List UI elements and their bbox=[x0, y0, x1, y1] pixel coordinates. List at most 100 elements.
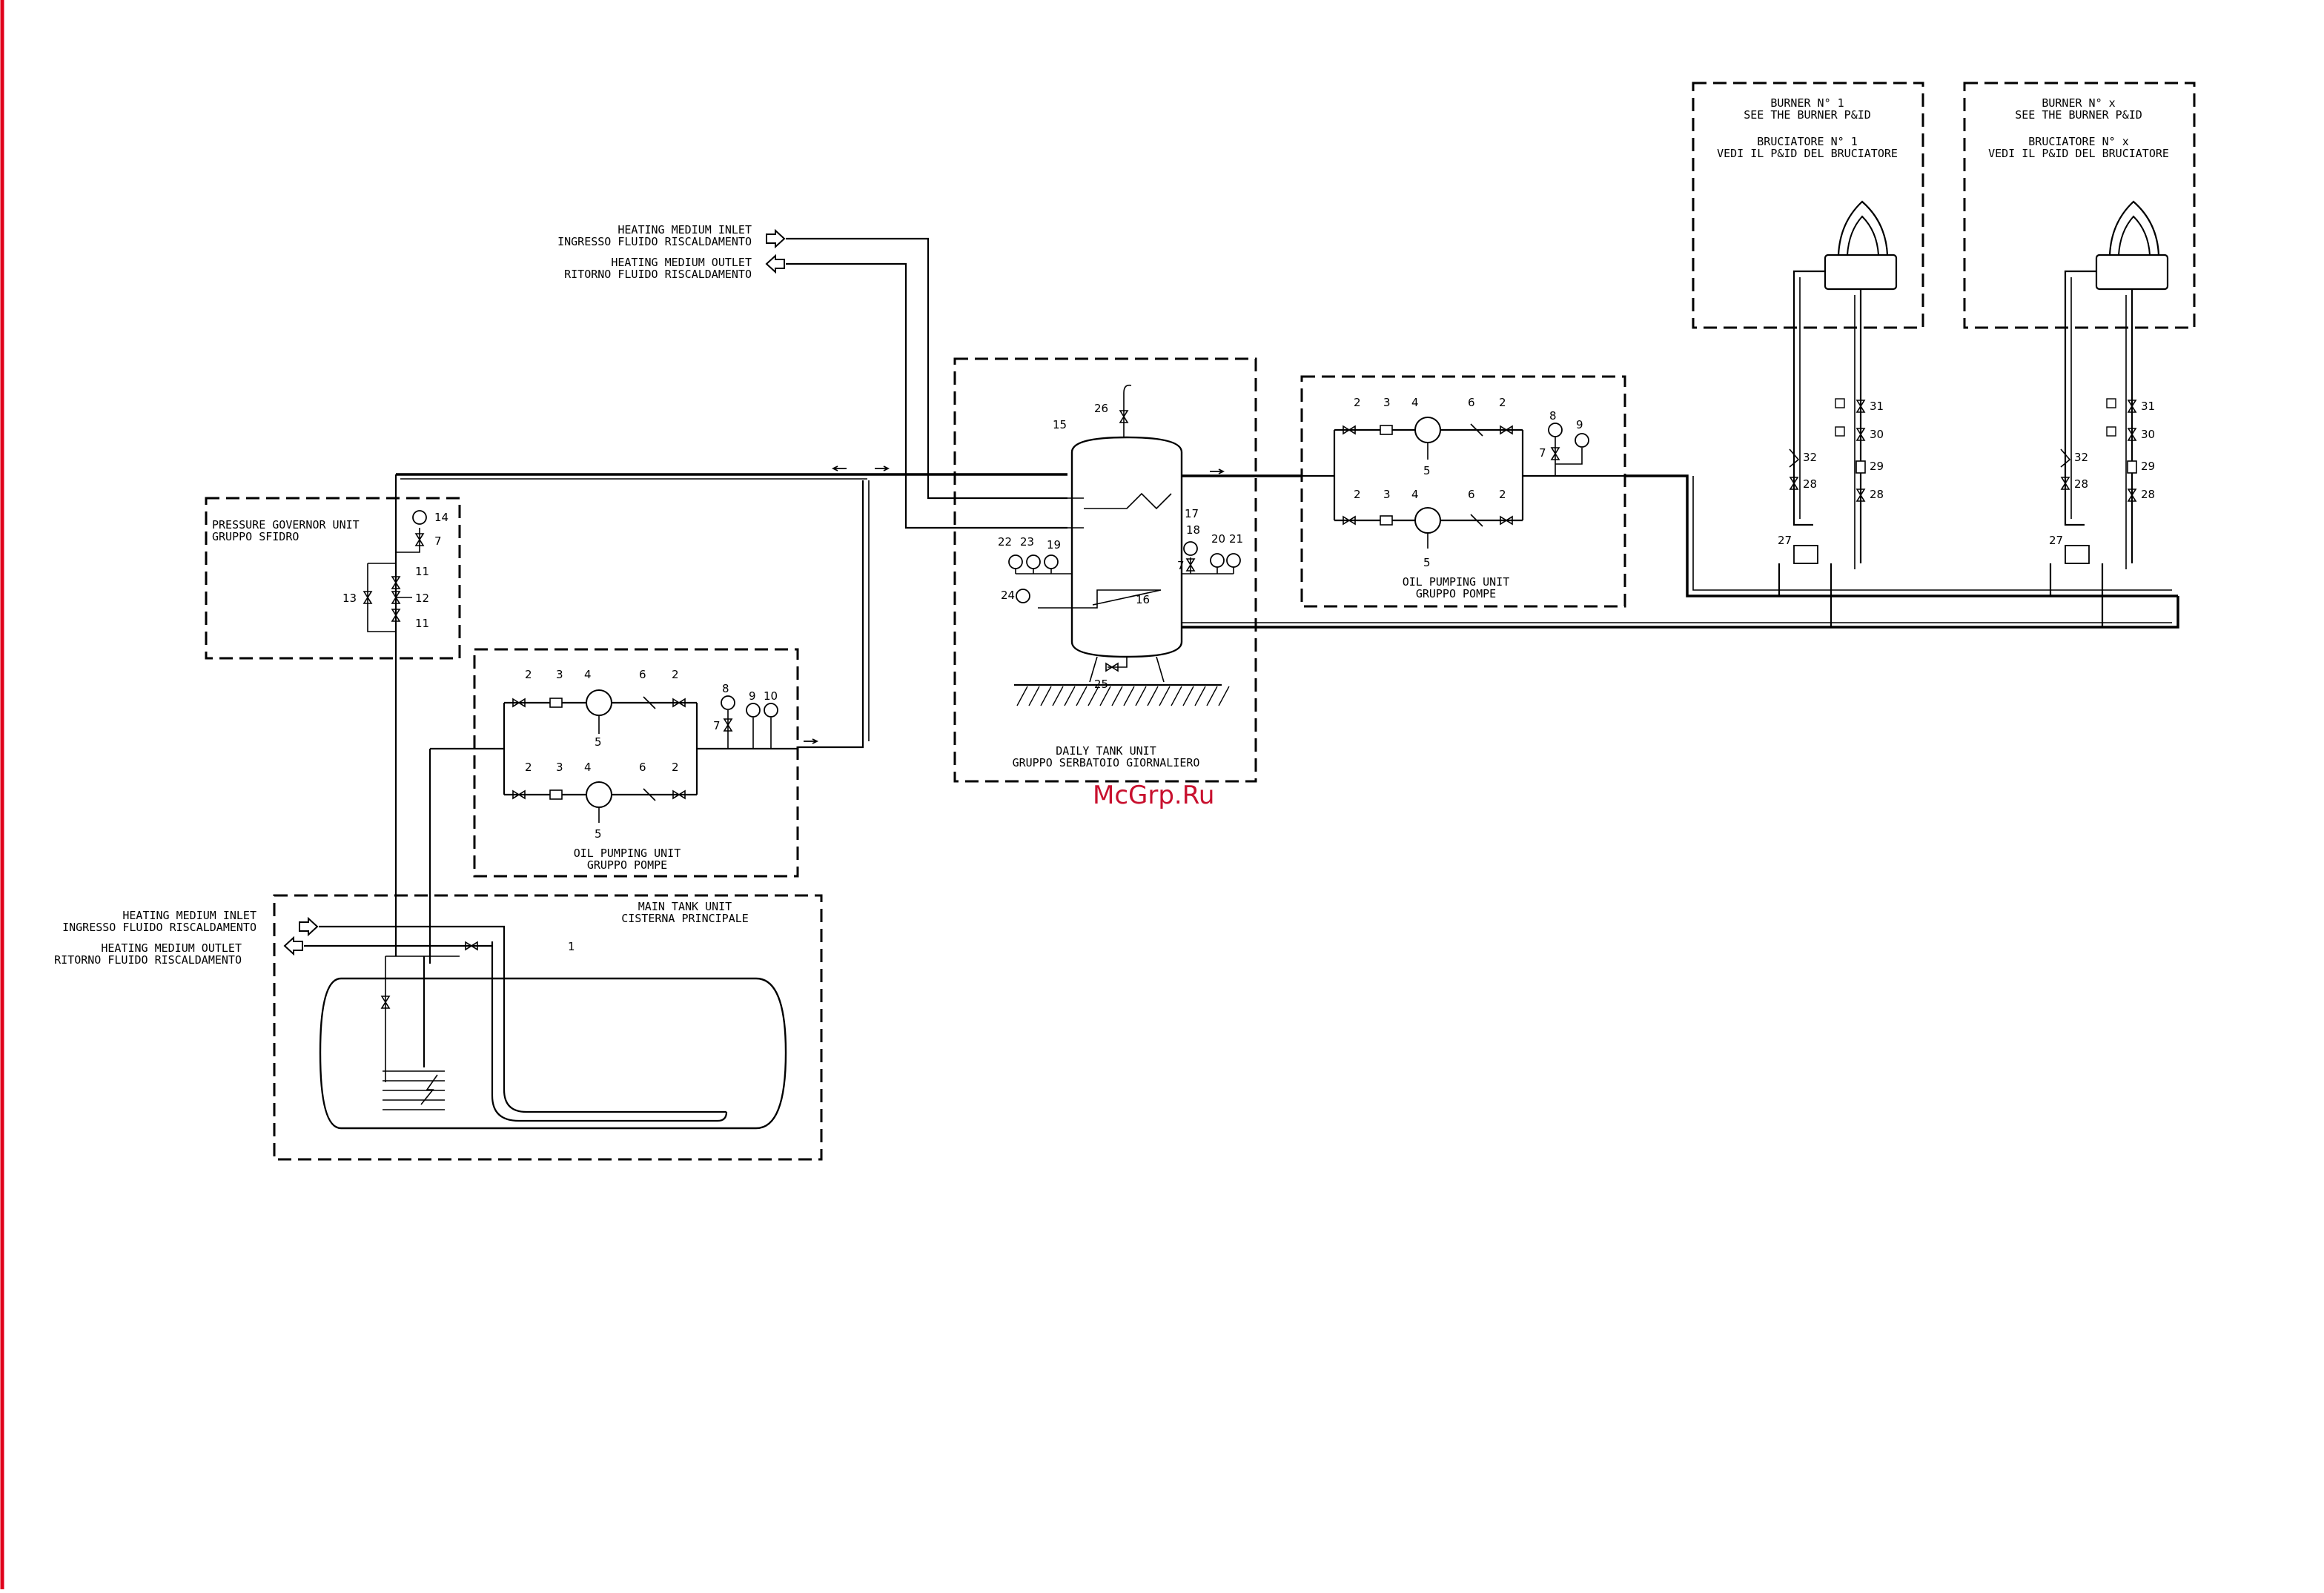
dt-num-24: 24 bbox=[1001, 589, 1015, 602]
gauge-20-icon bbox=[1210, 553, 1225, 568]
pl-bot-6: 6 bbox=[639, 761, 646, 774]
gauge-10-icon bbox=[764, 703, 778, 718]
dt-num-18: 18 bbox=[1186, 523, 1200, 537]
main-tank-title-it: CISTERNA PRINCIPALE bbox=[621, 912, 749, 925]
dt-num-26: 26 bbox=[1094, 402, 1108, 415]
pr-bot-4: 4 bbox=[1411, 488, 1419, 501]
pr-top-4: 4 bbox=[1411, 396, 1419, 409]
b2-num-28a: 28 bbox=[2074, 477, 2088, 491]
daily-tank-heater-connect bbox=[1067, 497, 1084, 529]
burner1-pipes-inner bbox=[1799, 277, 1855, 569]
burner1-flame-icon bbox=[1837, 200, 1889, 256]
burner-feed-line-inner bbox=[1692, 476, 2172, 591]
pl-top-2a: 2 bbox=[525, 668, 532, 681]
pr-num-9: 9 bbox=[1576, 418, 1583, 431]
dt-num-15: 15 bbox=[1053, 418, 1067, 431]
solenoid-31-icon bbox=[1835, 398, 1845, 408]
daily-tank-vessel bbox=[1070, 436, 1183, 658]
main-tank-heating-coil-out bbox=[491, 941, 728, 1122]
burner1-line2: SEE THE BURNER P&ID bbox=[1744, 108, 1871, 122]
main-tank-heating-coil-in bbox=[503, 941, 726, 1113]
b2-num-27: 27 bbox=[2049, 534, 2063, 547]
pump-right-title-en: OIL PUMPING UNIT bbox=[1403, 575, 1510, 589]
burner-feed-line bbox=[1625, 474, 2178, 597]
bottom-heating-pipes bbox=[304, 925, 506, 947]
pr-bot-6: 6 bbox=[1468, 488, 1475, 501]
pl-num-7: 7 bbox=[713, 719, 721, 732]
gauge-9-icon bbox=[1575, 433, 1589, 448]
pl-top-6: 6 bbox=[639, 668, 646, 681]
top-heating-outlet-en: HEATING MEDIUM OUTLET bbox=[611, 256, 752, 269]
solenoid-30-icon bbox=[2106, 426, 2116, 437]
solenoid-31-icon bbox=[2106, 398, 2116, 408]
pump-left-title-it: GRUPPO POMPE bbox=[587, 858, 667, 872]
pl-num-5a: 5 bbox=[595, 735, 602, 749]
fitting-29-icon bbox=[1855, 460, 1866, 474]
burner2-body bbox=[2095, 254, 2169, 291]
b2-num-31: 31 bbox=[2141, 400, 2155, 413]
b2-num-32: 32 bbox=[2074, 451, 2088, 464]
dt-num-21: 21 bbox=[1229, 532, 1243, 546]
left-pump-discharge bbox=[798, 480, 864, 749]
b2-num-30: 30 bbox=[2141, 428, 2155, 441]
burner1-line3: BRUCIATORE N° 1 bbox=[1757, 135, 1857, 148]
pl-num-10: 10 bbox=[764, 689, 778, 703]
solenoid-30-icon bbox=[1835, 426, 1845, 437]
bottom-heating-outlet-en: HEATING MEDIUM OUTLET bbox=[101, 941, 242, 955]
b1-num-27: 27 bbox=[1778, 534, 1792, 547]
burner2-line3: BRUCIATORE N° x bbox=[2028, 135, 2128, 148]
num-12: 12 bbox=[415, 592, 429, 605]
pr-num-7: 7 bbox=[1539, 446, 1546, 460]
pl-top-2b: 2 bbox=[672, 668, 679, 681]
burner1-filter-27 bbox=[1793, 545, 1818, 564]
dt-num-25: 25 bbox=[1094, 678, 1108, 691]
governor-bypass bbox=[367, 563, 396, 632]
burner1-body bbox=[1824, 254, 1898, 291]
daily-tank-legs bbox=[1089, 656, 1165, 683]
dt-num-19: 19 bbox=[1047, 538, 1061, 552]
b1-num-28b: 28 bbox=[1870, 488, 1884, 501]
pump-right-top-row bbox=[1343, 417, 1513, 443]
burner1-connections bbox=[1778, 563, 1833, 627]
pr-top-2a: 2 bbox=[1354, 396, 1361, 409]
b1-num-28a: 28 bbox=[1803, 477, 1817, 491]
burner2-pipes bbox=[2064, 270, 2133, 563]
gauge-8-icon bbox=[721, 695, 735, 710]
pr-num-5b: 5 bbox=[1423, 556, 1431, 569]
gauge-18-icon bbox=[1183, 541, 1198, 556]
gauge-8-icon bbox=[1548, 423, 1563, 437]
inlet-arrow-icon bbox=[299, 918, 318, 935]
b1-num-32: 32 bbox=[1803, 451, 1817, 464]
b1-num-29: 29 bbox=[1870, 460, 1884, 473]
dt-num-23: 23 bbox=[1020, 535, 1034, 549]
gauge-24-icon bbox=[1016, 589, 1030, 603]
heating-inlet-pipe bbox=[786, 237, 1067, 500]
dt-num-17: 17 bbox=[1185, 507, 1199, 520]
watermark: McGrp.Ru bbox=[1093, 781, 1214, 810]
pump-left-frame bbox=[473, 648, 799, 878]
b1-num-31: 31 bbox=[1870, 400, 1884, 413]
flow-arrow-icon bbox=[803, 738, 818, 744]
burner1-flame-inner bbox=[1847, 215, 1879, 256]
gauge-14-icon bbox=[412, 510, 427, 525]
gauge-9-icon bbox=[746, 703, 761, 718]
burner2-line2: SEE THE BURNER P&ID bbox=[2015, 108, 2142, 122]
pl-bot-2a: 2 bbox=[525, 761, 532, 774]
daily-tank-heater-16 bbox=[1038, 589, 1162, 609]
pressure-governor-title-it: GRUPPO SFIDRO bbox=[212, 530, 299, 543]
b2-num-29: 29 bbox=[2141, 460, 2155, 473]
burner1-pipes bbox=[1792, 270, 1862, 563]
pl-num-9: 9 bbox=[749, 689, 756, 703]
pr-bot-2b: 2 bbox=[1499, 488, 1506, 501]
b1-num-30: 30 bbox=[1870, 428, 1884, 441]
num-11b: 11 bbox=[415, 617, 429, 630]
daily-tank-heater-17 bbox=[1084, 492, 1172, 510]
daily-tank-gauges-left-line bbox=[1015, 563, 1072, 574]
pressure-governor-title-en: PRESSURE GOVERNOR UNIT bbox=[212, 518, 360, 531]
pr-top-3: 3 bbox=[1383, 396, 1391, 409]
pump-left-title-en: OIL PUMPING UNIT bbox=[574, 847, 681, 860]
gauge-22-icon bbox=[1008, 554, 1023, 569]
main-tank-num-1: 1 bbox=[568, 940, 575, 953]
bottom-heating-inlet-it: INGRESSO FLUIDO RISCALDAMENTO bbox=[62, 921, 256, 934]
